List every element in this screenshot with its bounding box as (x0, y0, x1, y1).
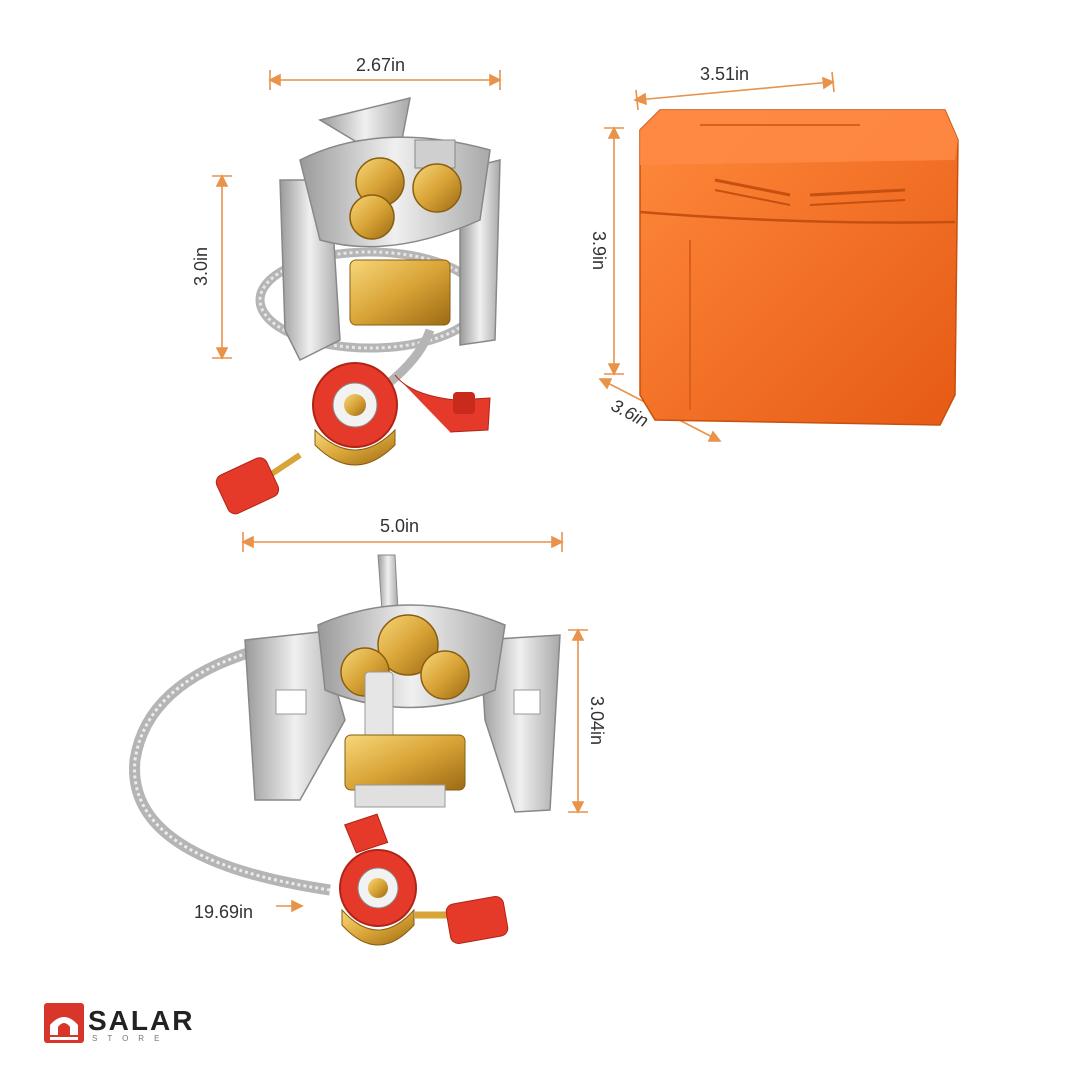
open-stove-width-label: 5.0in (380, 516, 420, 536)
folded-stove-illustration (215, 96, 501, 515)
logo-wordmark: SALAR (88, 1005, 195, 1036)
open-stove-illustration (129, 554, 561, 946)
case-width-label: 3.51in (700, 64, 750, 84)
top-stove-height-label: 3.0in (191, 246, 212, 287)
logo-subtitle: STORE (92, 1034, 170, 1043)
storage-case-illustration (639, 109, 959, 426)
case-height-label: 3.9in (589, 230, 610, 271)
top-stove-width-label: 2.67in (356, 55, 406, 75)
hose-length-label: 19.69in (194, 902, 254, 922)
dimension-lines (212, 70, 835, 913)
mountain-logo-icon (44, 1003, 84, 1043)
open-stove-height-label: 3.04in (587, 695, 608, 746)
